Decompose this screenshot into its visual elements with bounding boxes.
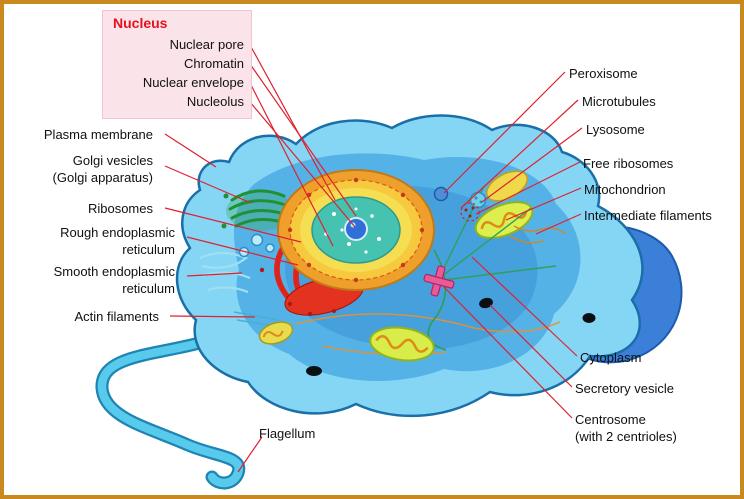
label-golgi-vesicles: Golgi vesicles (Golgi apparatus) <box>53 152 153 186</box>
centrosome-graphic <box>423 265 455 297</box>
label-flagellum: Flagellum <box>259 426 316 441</box>
label-golgi-line1: Golgi vesicles <box>72 153 153 168</box>
nucleolus-graphic <box>344 217 368 241</box>
diagram-canvas: Nucleus Nuclear pore Chromatin Nuclear e… <box>4 4 740 495</box>
mitochondrion-graphic-3 <box>258 321 294 345</box>
label-plasma-membrane: Plasma membrane <box>43 127 153 142</box>
secretory-vesicle-graphic <box>306 297 596 376</box>
label-rough-er-line1: Rough endoplasmic <box>60 225 175 240</box>
label-ribosomes: Ribosomes <box>87 201 153 216</box>
mitochondrion-graphic <box>474 201 534 239</box>
label-secretory-vesicle: Secretory vesicle <box>575 381 674 396</box>
peroxisome-graphic <box>433 186 449 202</box>
nucleus-label-box: Nucleus Nuclear pore Chromatin Nuclear e… <box>102 10 252 119</box>
label-smooth-er: Smooth endoplasmic reticulum <box>54 263 175 297</box>
lysosome-graphic <box>469 191 487 209</box>
label-lysosome: Lysosome <box>586 122 645 137</box>
label-centrosome: Centrosome (with 2 centrioles) <box>575 411 677 445</box>
label-centrosome-line1: Centrosome <box>575 412 646 427</box>
label-cytoplasm: Cytoplasm <box>580 350 642 365</box>
label-intermediate-filaments: Intermediate filaments <box>584 208 712 223</box>
label-mitochondrion: Mitochondrion <box>584 182 666 197</box>
intermediate-filaments-graphic <box>509 225 567 244</box>
nucleus-heading: Nucleus <box>113 15 168 31</box>
label-nuclear-envelope: Nuclear envelope <box>142 75 244 90</box>
nucleus-graphic <box>277 169 435 291</box>
cell-illustration <box>95 44 683 490</box>
label-centrosome-line2: (with 2 centrioles) <box>575 429 677 444</box>
nuclear-pore-dots <box>287 177 425 283</box>
label-peroxisome: Peroxisome <box>569 66 638 81</box>
label-smooth-er-line1: Smooth endoplasmic <box>53 264 175 279</box>
label-smooth-er-line2: reticulum <box>122 281 175 296</box>
flagellum-graphic <box>95 331 246 490</box>
golgi-vesicles-graphic <box>238 233 275 258</box>
label-rough-er-line2: reticulum <box>122 242 175 257</box>
label-nucleolus: Nucleolus <box>186 94 244 109</box>
label-golgi-line2: (Golgi apparatus) <box>52 170 153 185</box>
label-chromatin: Chromatin <box>184 56 244 71</box>
label-microtubules: Microtubules <box>582 94 656 109</box>
label-actin-filaments: Actin filaments <box>74 309 159 324</box>
leader-lines <box>164 44 583 473</box>
mitochondrion-graphic-2 <box>369 326 435 362</box>
label-free-ribosomes: Free ribosomes <box>583 156 674 171</box>
label-nuclear-pore: Nuclear pore <box>169 37 244 52</box>
label-rough-er: Rough endoplasmic reticulum <box>60 224 175 258</box>
